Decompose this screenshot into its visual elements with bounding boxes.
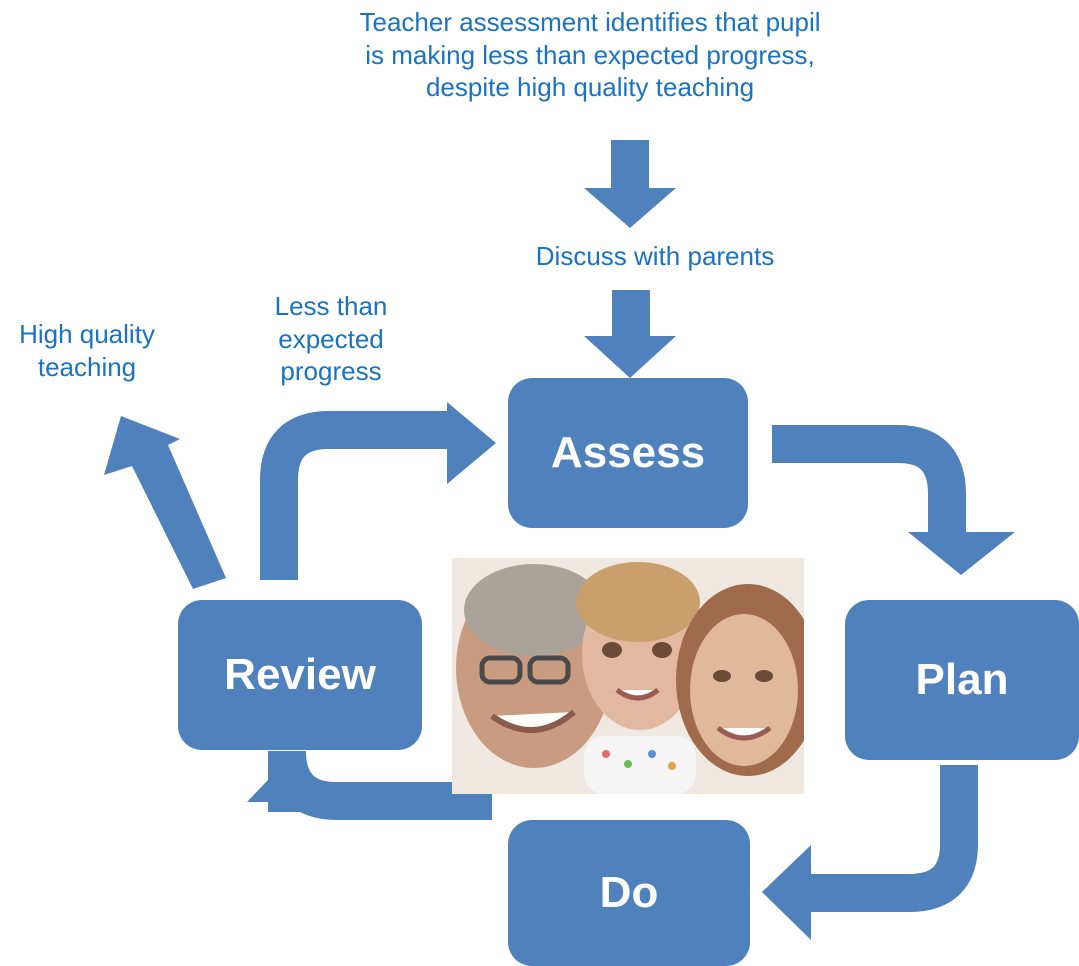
arrow-assess-to-plan-head: [908, 532, 1015, 575]
arrow-do-to-review-head: [247, 760, 327, 802]
do-stage: Do: [508, 820, 750, 966]
arrow-review-to-high-quality-teaching: [104, 416, 226, 589]
family-photo-illustration: [452, 558, 804, 794]
review-stage: Review: [178, 600, 422, 750]
family-photo: [452, 558, 804, 794]
high-quality-teaching-caption: High quality teaching: [19, 319, 155, 382]
arrow-plan-to-do: [806, 765, 978, 912]
assess-stage: Assess: [508, 378, 748, 528]
discuss-with-parents-caption: Discuss with parents: [535, 241, 775, 271]
arrow-review-to-assess-head: [447, 402, 496, 484]
arrow-parents-to-assess: [584, 290, 676, 378]
arrow-review-to-assess: [260, 411, 452, 580]
less-than-expected-progress-caption: Less than expected progress: [274, 291, 388, 386]
arrow-assess-to-plan: [772, 425, 966, 540]
arrow-intro-to-parents: [584, 140, 676, 228]
intro-caption: Teacher assessment identifies that pupil…: [359, 7, 821, 102]
plan-stage: Plan: [845, 600, 1079, 760]
arrow-plan-to-do-head: [762, 845, 811, 940]
